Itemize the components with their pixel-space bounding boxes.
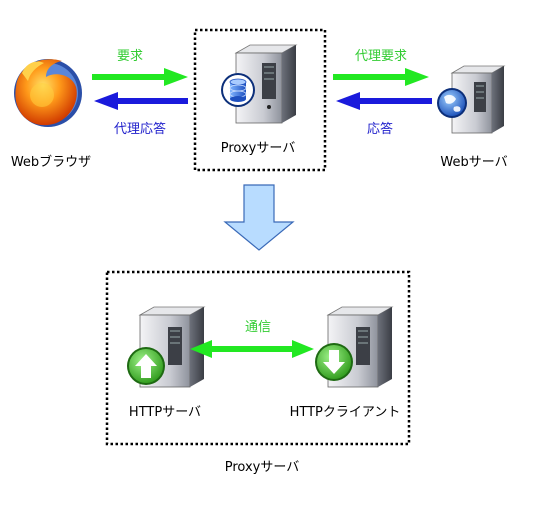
globe-icon bbox=[437, 88, 467, 118]
arrow-request-label: 要求 bbox=[117, 49, 143, 64]
database-icon bbox=[221, 73, 255, 107]
proxy-server-icon bbox=[234, 44, 298, 124]
communication-label: 通信 bbox=[245, 320, 271, 335]
download-arrow-icon bbox=[315, 343, 353, 381]
arrow-response bbox=[336, 92, 432, 110]
web-server-label: Webサーバ bbox=[440, 155, 507, 170]
flow-down-arrow bbox=[223, 184, 295, 251]
arrow-response-label: 応答 bbox=[367, 121, 393, 137]
arrow-proxy-request bbox=[333, 68, 429, 86]
http-client-label: HTTPクライアント bbox=[290, 405, 401, 420]
proxy-internal-box bbox=[105, 270, 411, 446]
arrow-proxy-response-label: 代理応答 bbox=[114, 121, 166, 137]
upload-arrow-icon bbox=[127, 347, 165, 385]
proxy-box bbox=[193, 28, 327, 172]
arrow-request bbox=[92, 68, 188, 86]
browser-icon bbox=[14, 59, 82, 127]
http-server-label: HTTPサーバ bbox=[129, 405, 201, 420]
arrow-proxy-request-label: 代理要求 bbox=[355, 49, 407, 64]
proxy-server-label: Proxyサーバ bbox=[221, 141, 295, 156]
browser-label: Webブラウザ bbox=[11, 154, 91, 170]
communication-arrow bbox=[190, 340, 314, 358]
arrow-proxy-response bbox=[94, 92, 188, 110]
proxy-caption: Proxyサーバ bbox=[225, 460, 299, 475]
